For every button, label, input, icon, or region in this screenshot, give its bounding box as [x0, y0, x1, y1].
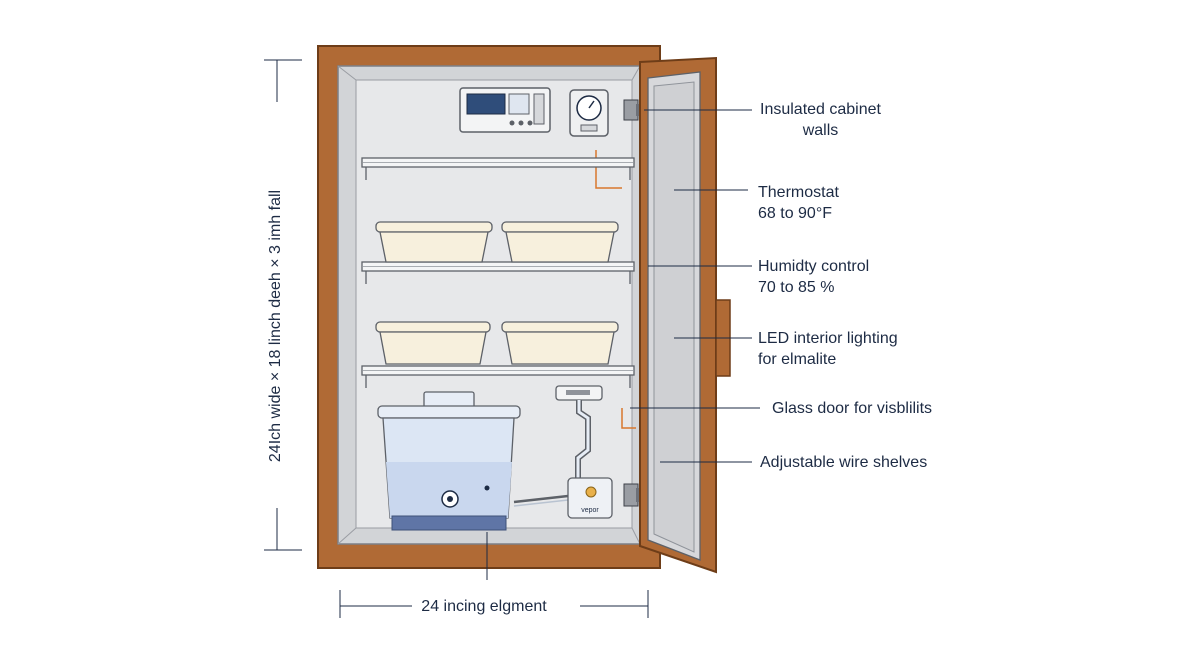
- label-wire-shelves: Adjustable wire shelves: [760, 452, 927, 473]
- pipe-tag: vepor: [581, 507, 599, 514]
- label-led-line2: for elmalite: [758, 351, 837, 368]
- callout-lines: [486, 109, 760, 580]
- label-led-line1: LED interior lighting: [758, 330, 898, 347]
- label-insulated-line2: walls: [802, 122, 839, 139]
- container-3: [375, 321, 491, 365]
- label-thermostat-line1: Thermostat: [758, 184, 839, 201]
- sensor-wire-bottom: [621, 408, 636, 429]
- thermostat-dial: [569, 89, 609, 137]
- humidifier-reservoir: [377, 391, 569, 531]
- container-1: [375, 221, 493, 263]
- container-2: [501, 221, 619, 263]
- label-shelves-text: Adjustable wire shelves: [760, 454, 928, 471]
- humidity-control-panel: [459, 87, 551, 133]
- label-insulated-line1: Insulated cabinet: [760, 101, 881, 118]
- label-glass-door: Glass door for visblilits: [772, 398, 932, 419]
- label-humidity-line1: Humidty control: [758, 258, 870, 275]
- container-4: [501, 321, 619, 365]
- wire-shelf-top: [361, 157, 635, 180]
- label-insulated-walls: Insulated cabinet walls: [760, 99, 881, 141]
- width-dimension-label: 24 incing elgment: [417, 598, 551, 616]
- label-humidity-line2: 70 to 85 %: [758, 279, 835, 296]
- glass-door: [639, 56, 731, 574]
- wire-shelf-lower: [361, 365, 635, 388]
- label-thermostat-line2: 68 to 90°F: [758, 205, 832, 222]
- height-dimension-label: 24Ich wide × 18 linch deeh × 3 imh fall: [267, 189, 284, 463]
- vapor-pipe: vepor: [555, 385, 613, 519]
- dimension-lines: [264, 59, 649, 618]
- label-humidity-control: Humidty control 70 to 85 %: [758, 256, 869, 298]
- label-led-lighting: LED interior lighting for elmalite: [758, 328, 898, 370]
- label-glass-text: Glass door for visblilits: [772, 400, 933, 417]
- label-thermostat: Thermostat 68 to 90°F: [758, 182, 839, 224]
- wire-shelf-middle: [361, 261, 635, 284]
